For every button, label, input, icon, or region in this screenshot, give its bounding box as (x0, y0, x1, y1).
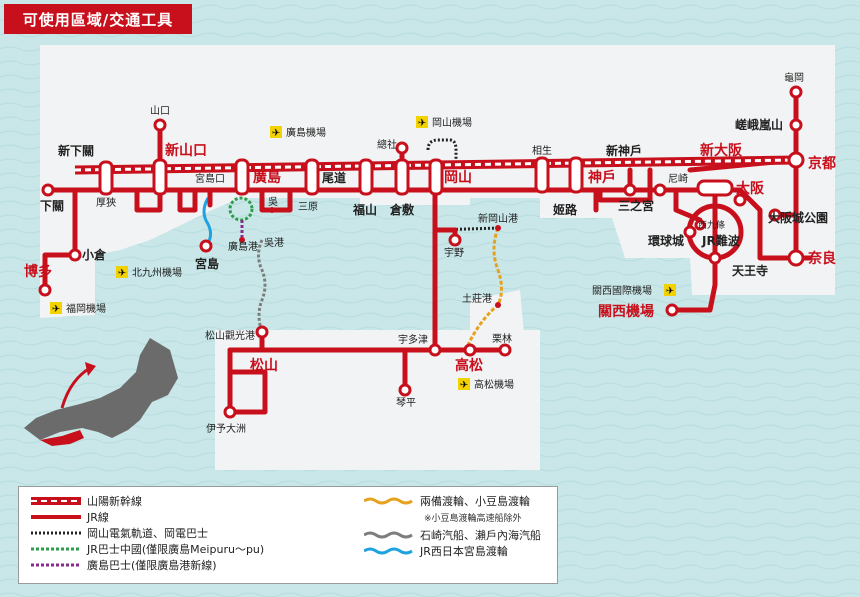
label-osakajokoen: 大阪城公園 (768, 210, 828, 225)
label-kyoto: 京都 (808, 155, 836, 172)
airplane-icon: ✈ (272, 128, 280, 139)
label-kameoka: 龜岡 (784, 71, 804, 84)
label-kobe: 神戶 (588, 169, 616, 186)
legend-item-jr: JR線 (31, 511, 109, 524)
label-amagasaki: 尼崎 (668, 172, 688, 185)
label-asa: 厚狹 (96, 197, 116, 209)
legend-item-okayama-tram: 岡山電氣軌道、岡電巴士 (31, 527, 208, 540)
label-kokura: 小倉 (82, 247, 107, 262)
label-shin-okayama-port: 新岡山港 (478, 212, 518, 225)
station-dots (38, 85, 805, 419)
label-nara: 奈良 (807, 250, 836, 267)
airplane-icon: ✈ (460, 380, 468, 391)
airport-hiroshima: ✈ 廣島機場 (270, 126, 326, 139)
legend-item-shinkansen: 山陽新幹線 (31, 493, 142, 509)
minor-station-dots (239, 207, 501, 308)
label-iyo-ozu: 伊予大洲 (206, 422, 246, 435)
airplane-icon: ✈ (666, 286, 674, 297)
label-fukuyama: 福山 (352, 202, 377, 217)
shinkansen-stations (98, 156, 734, 197)
label-shin-shimonoseki: 新下關 (58, 143, 94, 158)
label-hiroshima-port: 廣島港 (228, 240, 258, 253)
okayama-tram (426, 138, 458, 162)
shodoshima-land (470, 290, 525, 345)
ferry-ishizaki (257, 239, 267, 333)
label-miyajimaguchi: 宮島口 (195, 172, 225, 185)
label-shin-yamaguchi: 新山口 (165, 142, 207, 159)
legend-item-ferry-ryobi: 兩備渡輪、小豆島渡輪 (364, 493, 530, 509)
label-mihara: 三原 (298, 201, 318, 213)
label-universal-city: 環球城 (648, 233, 684, 248)
label-osaka: 大阪 (736, 180, 765, 197)
airport-okayama: ✈ 岡山機場 (416, 116, 472, 129)
label-miyajima: 宮島 (195, 256, 219, 271)
ferry-miyajima (202, 197, 213, 247)
map-title: 可使用區域/交通工具 (4, 4, 192, 34)
svg-text:關西國際機場: 關西國際機場 (592, 284, 652, 297)
label-kotohira: 琴平 (396, 397, 416, 409)
label-tonosho-port: 土莊港 (462, 292, 492, 305)
label-takamatsu: 高松 (455, 357, 483, 374)
airport-takamatsu: ✈ 高松機場 (458, 378, 514, 391)
airplane-icon: ✈ (418, 118, 426, 129)
airplane-icon: ✈ (52, 304, 60, 315)
label-ritsurin: 栗林 (492, 332, 512, 345)
japan-overview-icon (24, 338, 178, 446)
label-himeji: 姬路 (553, 202, 578, 217)
label-kurashiki: 倉敷 (389, 202, 415, 217)
label-uno: 宇野 (444, 246, 464, 259)
legend-ferry-note: ※小豆島渡輪高速船除外 (424, 514, 522, 524)
legend-item-hiroshima-bus: 廣島巴士(僅限廣島港新線) (31, 559, 217, 572)
shikoku-land (215, 330, 540, 470)
label-kansai-airport: 關西機場 (598, 303, 654, 320)
label-sannomiya: 三之宮 (618, 198, 654, 213)
label-hiroshima: 廣島 (253, 169, 281, 186)
legend-item-jr-bus: JR巴士中國(僅限廣島Meipuru～pu) (31, 543, 265, 556)
airport-fukuoka: ✈ 福岡機場 (50, 302, 106, 315)
label-kure: 吳 (268, 196, 278, 208)
label-onomichi: 尾道 (322, 170, 346, 185)
ferry-ryobi (466, 227, 503, 346)
label-shin-osaka: 新大阪 (700, 142, 743, 159)
label-soja: 總社 (377, 138, 397, 151)
legend: 山陽新幹線 JR線 岡山電氣軌道、岡電巴士 JR巴士中國(僅限廣島Meipuru… (18, 486, 558, 584)
airport-kitakyushu: ✈ 北九州機場 (116, 266, 182, 279)
label-kure-port: 吳港 (264, 237, 284, 249)
label-nishikujo: 西九條 (698, 219, 725, 231)
svg-text:北九州機場: 北九州機場 (132, 266, 182, 279)
airport-kansai: ✈ 關西國際機場 (592, 284, 676, 297)
label-matsuyama-kanko-port: 松山觀光港 (205, 329, 255, 342)
svg-text:高松機場: 高松機場 (474, 378, 514, 391)
svg-text:廣島機場: 廣島機場 (286, 126, 326, 139)
label-hakata: 博多 (24, 263, 52, 280)
label-shimonoseki: 下關 (40, 199, 64, 213)
svg-text:福岡機場: 福岡機場 (66, 302, 106, 315)
airports: ✈ 廣島機場 ✈ 岡山機場 ✈ 北九州機場 ✈ 福岡機場 ✈ 高松機場 ✈ 關西… (50, 116, 676, 391)
legend-item-ferry-miyajima: JR西日本宮島渡輪 (364, 543, 508, 559)
legend-item-ferry-ishizaki: 石崎汽船、瀨戶內海汽船 (364, 527, 541, 543)
label-okayama: 岡山 (444, 170, 472, 186)
label-jr-namba: JR難波 (701, 233, 741, 248)
airplane-icon: ✈ (118, 268, 126, 279)
station-labels: 下關 新下關 博多 小倉 新山口 山口 厚狹 宮島口 宮島 廣島 廣島港 吳 吳… (24, 71, 836, 435)
label-yamaguchi: 山口 (150, 105, 170, 117)
label-shin-kobe: 新神戶 (606, 143, 642, 158)
label-aioi: 相生 (532, 144, 552, 157)
label-tennoji: 天王寺 (732, 263, 768, 278)
label-utazu: 宇多津 (398, 333, 428, 346)
label-matsuyama: 松山 (250, 357, 278, 374)
label-saga-arashiyama: 嵯峨嵐山 (735, 117, 783, 132)
svg-text:岡山機場: 岡山機場 (432, 116, 472, 129)
